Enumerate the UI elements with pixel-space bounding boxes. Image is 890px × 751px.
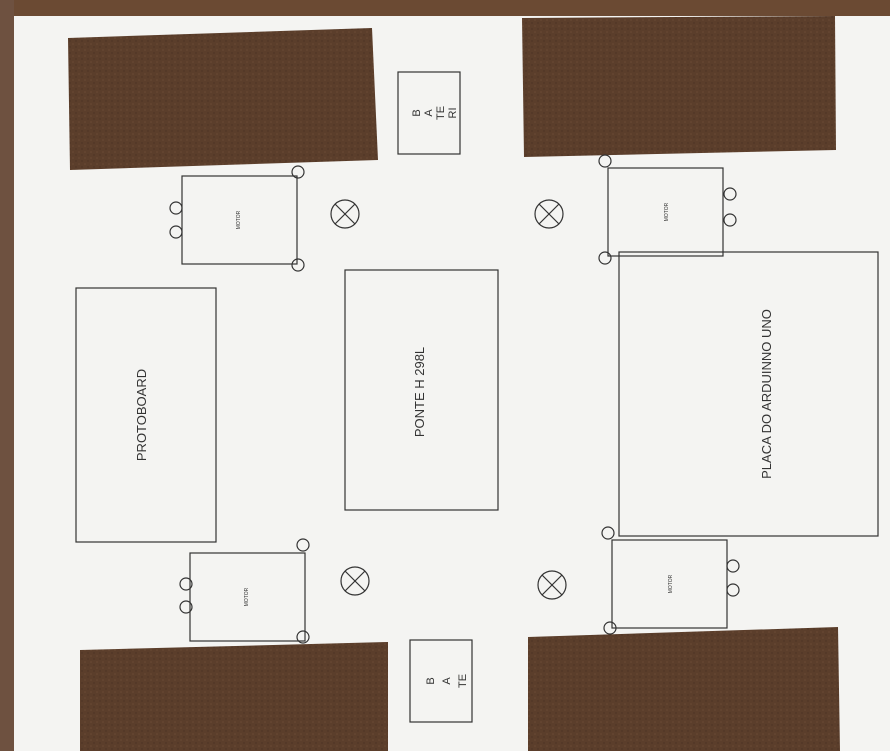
ponte-h-label: PONTE H 298L xyxy=(412,347,427,437)
wood-top-right xyxy=(522,16,836,157)
battery-top-letter: RI xyxy=(447,108,459,119)
wood-top-left xyxy=(68,28,378,170)
arduino-label: PLACA DO ARDUINNO UNO xyxy=(759,309,774,479)
motor-label-top-right: MOTOR xyxy=(664,202,670,221)
wood-top-strip xyxy=(0,0,890,16)
battery-bottom-letter: A xyxy=(441,677,453,685)
wood-bottom-left xyxy=(80,642,388,751)
protoboard-label: PROTOBOARD xyxy=(134,369,149,461)
battery-top-letter: A xyxy=(423,109,435,117)
motor-label-top-left: MOTOR xyxy=(236,210,242,229)
battery-top-letter: B xyxy=(411,109,423,116)
motor-label-bottom-right: MOTOR xyxy=(668,574,674,593)
wood-left-strip xyxy=(0,0,14,751)
wood-bottom-right xyxy=(528,627,840,751)
battery-bottom-letter: TE xyxy=(457,674,469,688)
motor-label-bottom-left: MOTOR xyxy=(244,587,250,606)
battery-bottom-letter: B xyxy=(425,677,437,684)
battery-top-letter: TE xyxy=(435,106,447,120)
